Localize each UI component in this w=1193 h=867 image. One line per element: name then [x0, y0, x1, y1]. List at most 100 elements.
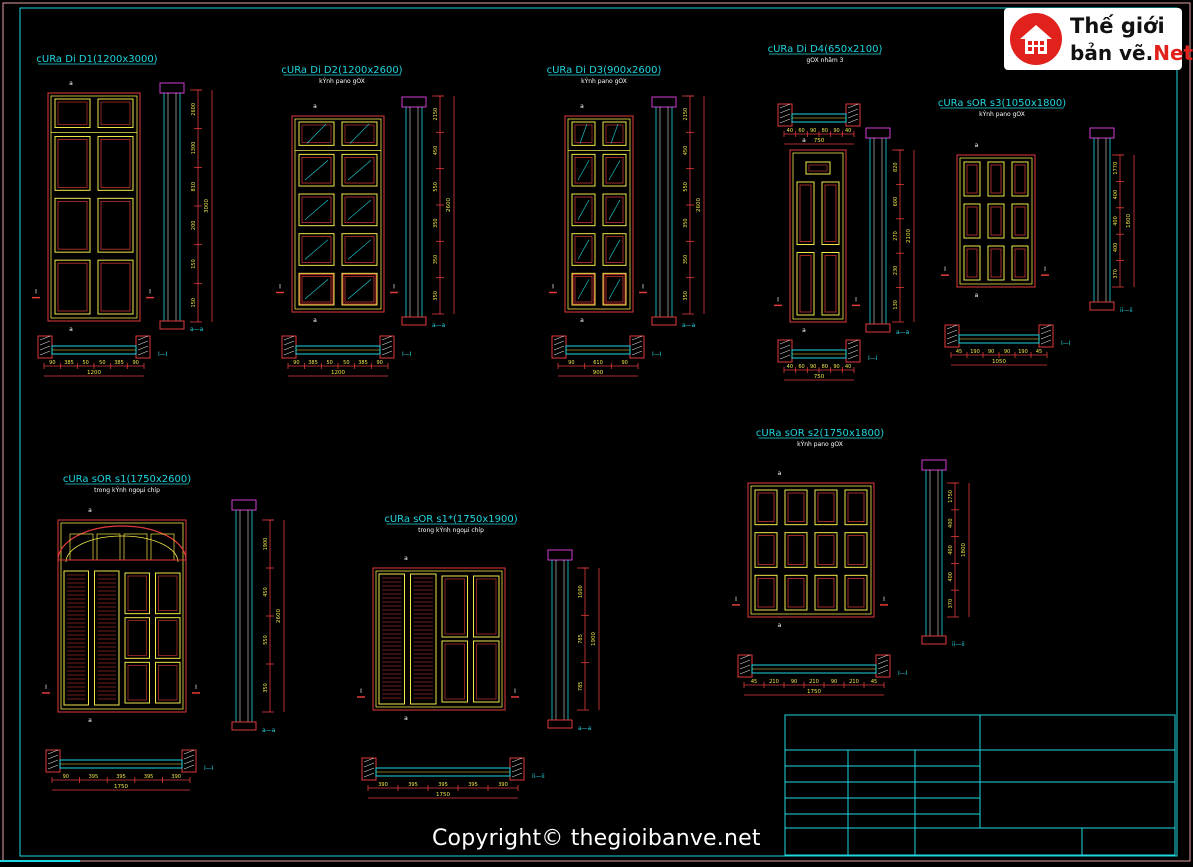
section-mark: I	[883, 596, 885, 603]
dim-value: 90	[988, 349, 994, 355]
drawing-title: cURa sOR s1(1750x2600)	[63, 474, 191, 485]
dim-value: 1770	[1113, 162, 1119, 175]
dim-value: 90	[63, 774, 69, 780]
dim-value: 400	[1113, 216, 1119, 226]
dim-value: 210	[849, 679, 859, 685]
side-section: a—a	[231, 499, 276, 734]
site-logo[interactable]: Thế giới bản vẽ.Net	[1004, 8, 1193, 70]
section-mark: a	[778, 622, 782, 629]
dim-value: 45	[956, 349, 962, 355]
section-mark: I	[45, 684, 47, 691]
section-mark: a	[313, 317, 317, 324]
section-label: ii—ii	[952, 641, 965, 648]
dim-value: 90	[833, 364, 839, 370]
dim-value: 395	[144, 774, 154, 780]
dim-value: 385	[358, 360, 368, 366]
dim-value: 190	[970, 349, 980, 355]
section-mark: a	[404, 555, 408, 562]
dim-total: 1750	[807, 689, 821, 695]
section-mark: a	[88, 507, 92, 514]
dim-value: 200	[191, 221, 197, 231]
section-mark: a	[802, 327, 806, 334]
dim-value: 395	[89, 774, 99, 780]
dim-value: 385	[308, 360, 318, 366]
dim-total: 1750	[436, 792, 450, 798]
dim-total: 2600	[276, 609, 282, 623]
dim-total: 1750	[114, 784, 128, 790]
dim-value: 395	[468, 782, 478, 788]
dim-value: 90	[568, 360, 574, 366]
dim-value: 395	[438, 782, 448, 788]
house-icon	[1010, 13, 1062, 65]
dim-value: 40	[787, 128, 793, 134]
copyright-text: Copyright© thegioibanve.net	[432, 826, 761, 851]
section-mark: I	[393, 283, 395, 290]
dim-value: 50	[326, 360, 332, 366]
section-mark: a	[313, 103, 317, 110]
dim-value: 90	[810, 128, 816, 134]
inner-border	[19, 7, 1178, 857]
dim-total: 900	[593, 370, 604, 376]
dim-value: 60	[798, 128, 804, 134]
dim-value: 90	[833, 128, 839, 134]
dim-value: 130	[893, 300, 899, 310]
dim-total: 1800	[961, 543, 967, 557]
dim-value: 350	[263, 683, 269, 693]
dim-value: 600	[893, 197, 899, 207]
drawing-subtitle: kÝnh pano gOX	[581, 78, 627, 85]
dim-value: 385	[114, 360, 124, 366]
elevation-view	[47, 92, 141, 322]
dim-total: 2100	[906, 229, 912, 243]
dim-value: 820	[893, 162, 899, 172]
section-mark: I	[642, 283, 644, 290]
section-label: a—a	[578, 725, 592, 732]
dim-value: 400	[948, 545, 954, 555]
dim-value: 785	[578, 682, 584, 692]
dim-value: 370	[948, 599, 954, 609]
dim-value: 400	[948, 518, 954, 528]
dim-value: 370	[1113, 269, 1119, 279]
section-mark: a	[580, 317, 584, 324]
dim-value: 350	[433, 255, 439, 265]
plan-section-label: I—I	[402, 351, 412, 358]
elevation-view	[747, 482, 875, 618]
dim-total: 1200	[331, 370, 345, 376]
dim-total: 1900	[591, 632, 597, 646]
title-block	[784, 714, 1176, 856]
dim-value: 385	[64, 360, 74, 366]
section-label: a—a	[190, 326, 204, 333]
dim-value: 395	[116, 774, 126, 780]
dim-value: 350	[433, 291, 439, 301]
dim-value: 2600	[191, 103, 197, 116]
dim-total: 1800	[1126, 214, 1132, 228]
side-section: a—a	[651, 96, 696, 329]
dim-value: 450	[263, 587, 269, 597]
dim-value: 40	[845, 128, 851, 134]
dim-value: 1900	[263, 538, 269, 551]
side-section: ii—ii	[921, 459, 965, 648]
section-mark: I	[735, 596, 737, 603]
dim-value: 810	[191, 182, 197, 192]
section-mark: a	[404, 715, 408, 722]
logo-text-accent: Net	[1153, 41, 1193, 65]
dim-value: 90	[49, 360, 55, 366]
side-section: ii—ii	[1089, 127, 1133, 314]
dim-value: 390	[378, 782, 388, 788]
section-mark: I	[552, 283, 554, 290]
dim-value: 90	[791, 679, 797, 685]
dim-value: 350	[433, 218, 439, 228]
